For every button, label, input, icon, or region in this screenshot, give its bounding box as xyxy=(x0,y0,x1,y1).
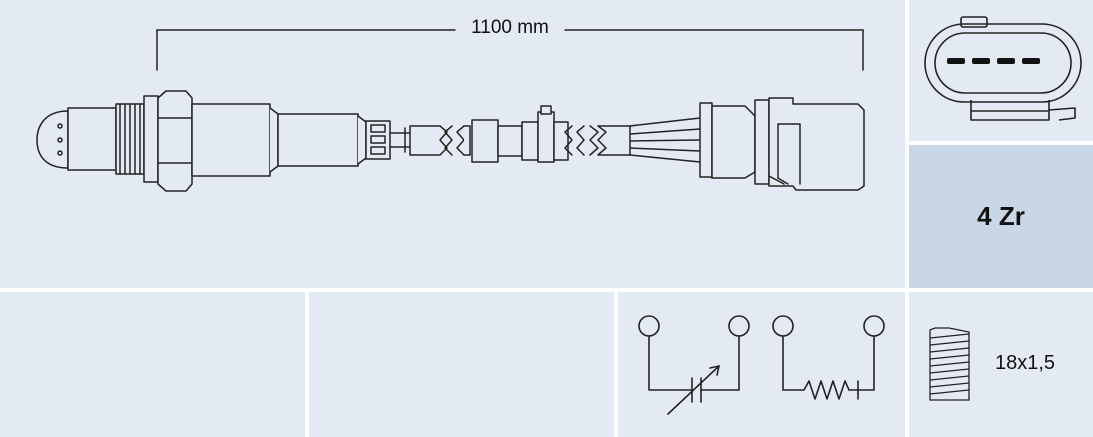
connector-face-panel xyxy=(909,0,1093,141)
sensor-thread xyxy=(115,95,159,183)
sensor-type-label: 4 Zr xyxy=(977,201,1025,231)
sensor-tip xyxy=(36,107,117,171)
terminal-4-icon xyxy=(863,315,885,337)
dimension-line xyxy=(156,29,864,71)
wiring-schematic-panel xyxy=(618,292,905,437)
connector-face-icon xyxy=(924,16,1082,121)
cable-left xyxy=(389,125,465,156)
terminal-1-icon xyxy=(638,315,660,337)
cable-right xyxy=(564,117,701,163)
terminal-2-icon xyxy=(728,315,750,337)
empty-panel-1 xyxy=(0,292,305,437)
terminal-3-icon xyxy=(772,315,794,337)
sensor-body xyxy=(191,103,391,177)
thread-size-label: 18x1,5 xyxy=(995,352,1056,374)
cable-length-label: 1100 mm xyxy=(458,17,562,39)
thread-spec-panel: 18x1,5 xyxy=(909,292,1093,437)
sensor-drawing-panel: 1100 mm xyxy=(0,0,905,288)
hex-nut xyxy=(157,90,193,192)
thread-icon xyxy=(929,327,970,401)
empty-panel-2 xyxy=(309,292,614,437)
sensor-type-panel: 4 Zr xyxy=(909,145,1093,288)
connector xyxy=(699,97,865,191)
sensor-drawing xyxy=(36,29,865,192)
cable-grommet xyxy=(463,105,569,163)
variable-resistor-icon xyxy=(648,335,740,415)
heater-resistor-icon xyxy=(782,335,875,400)
wiring-schematic xyxy=(638,315,885,415)
